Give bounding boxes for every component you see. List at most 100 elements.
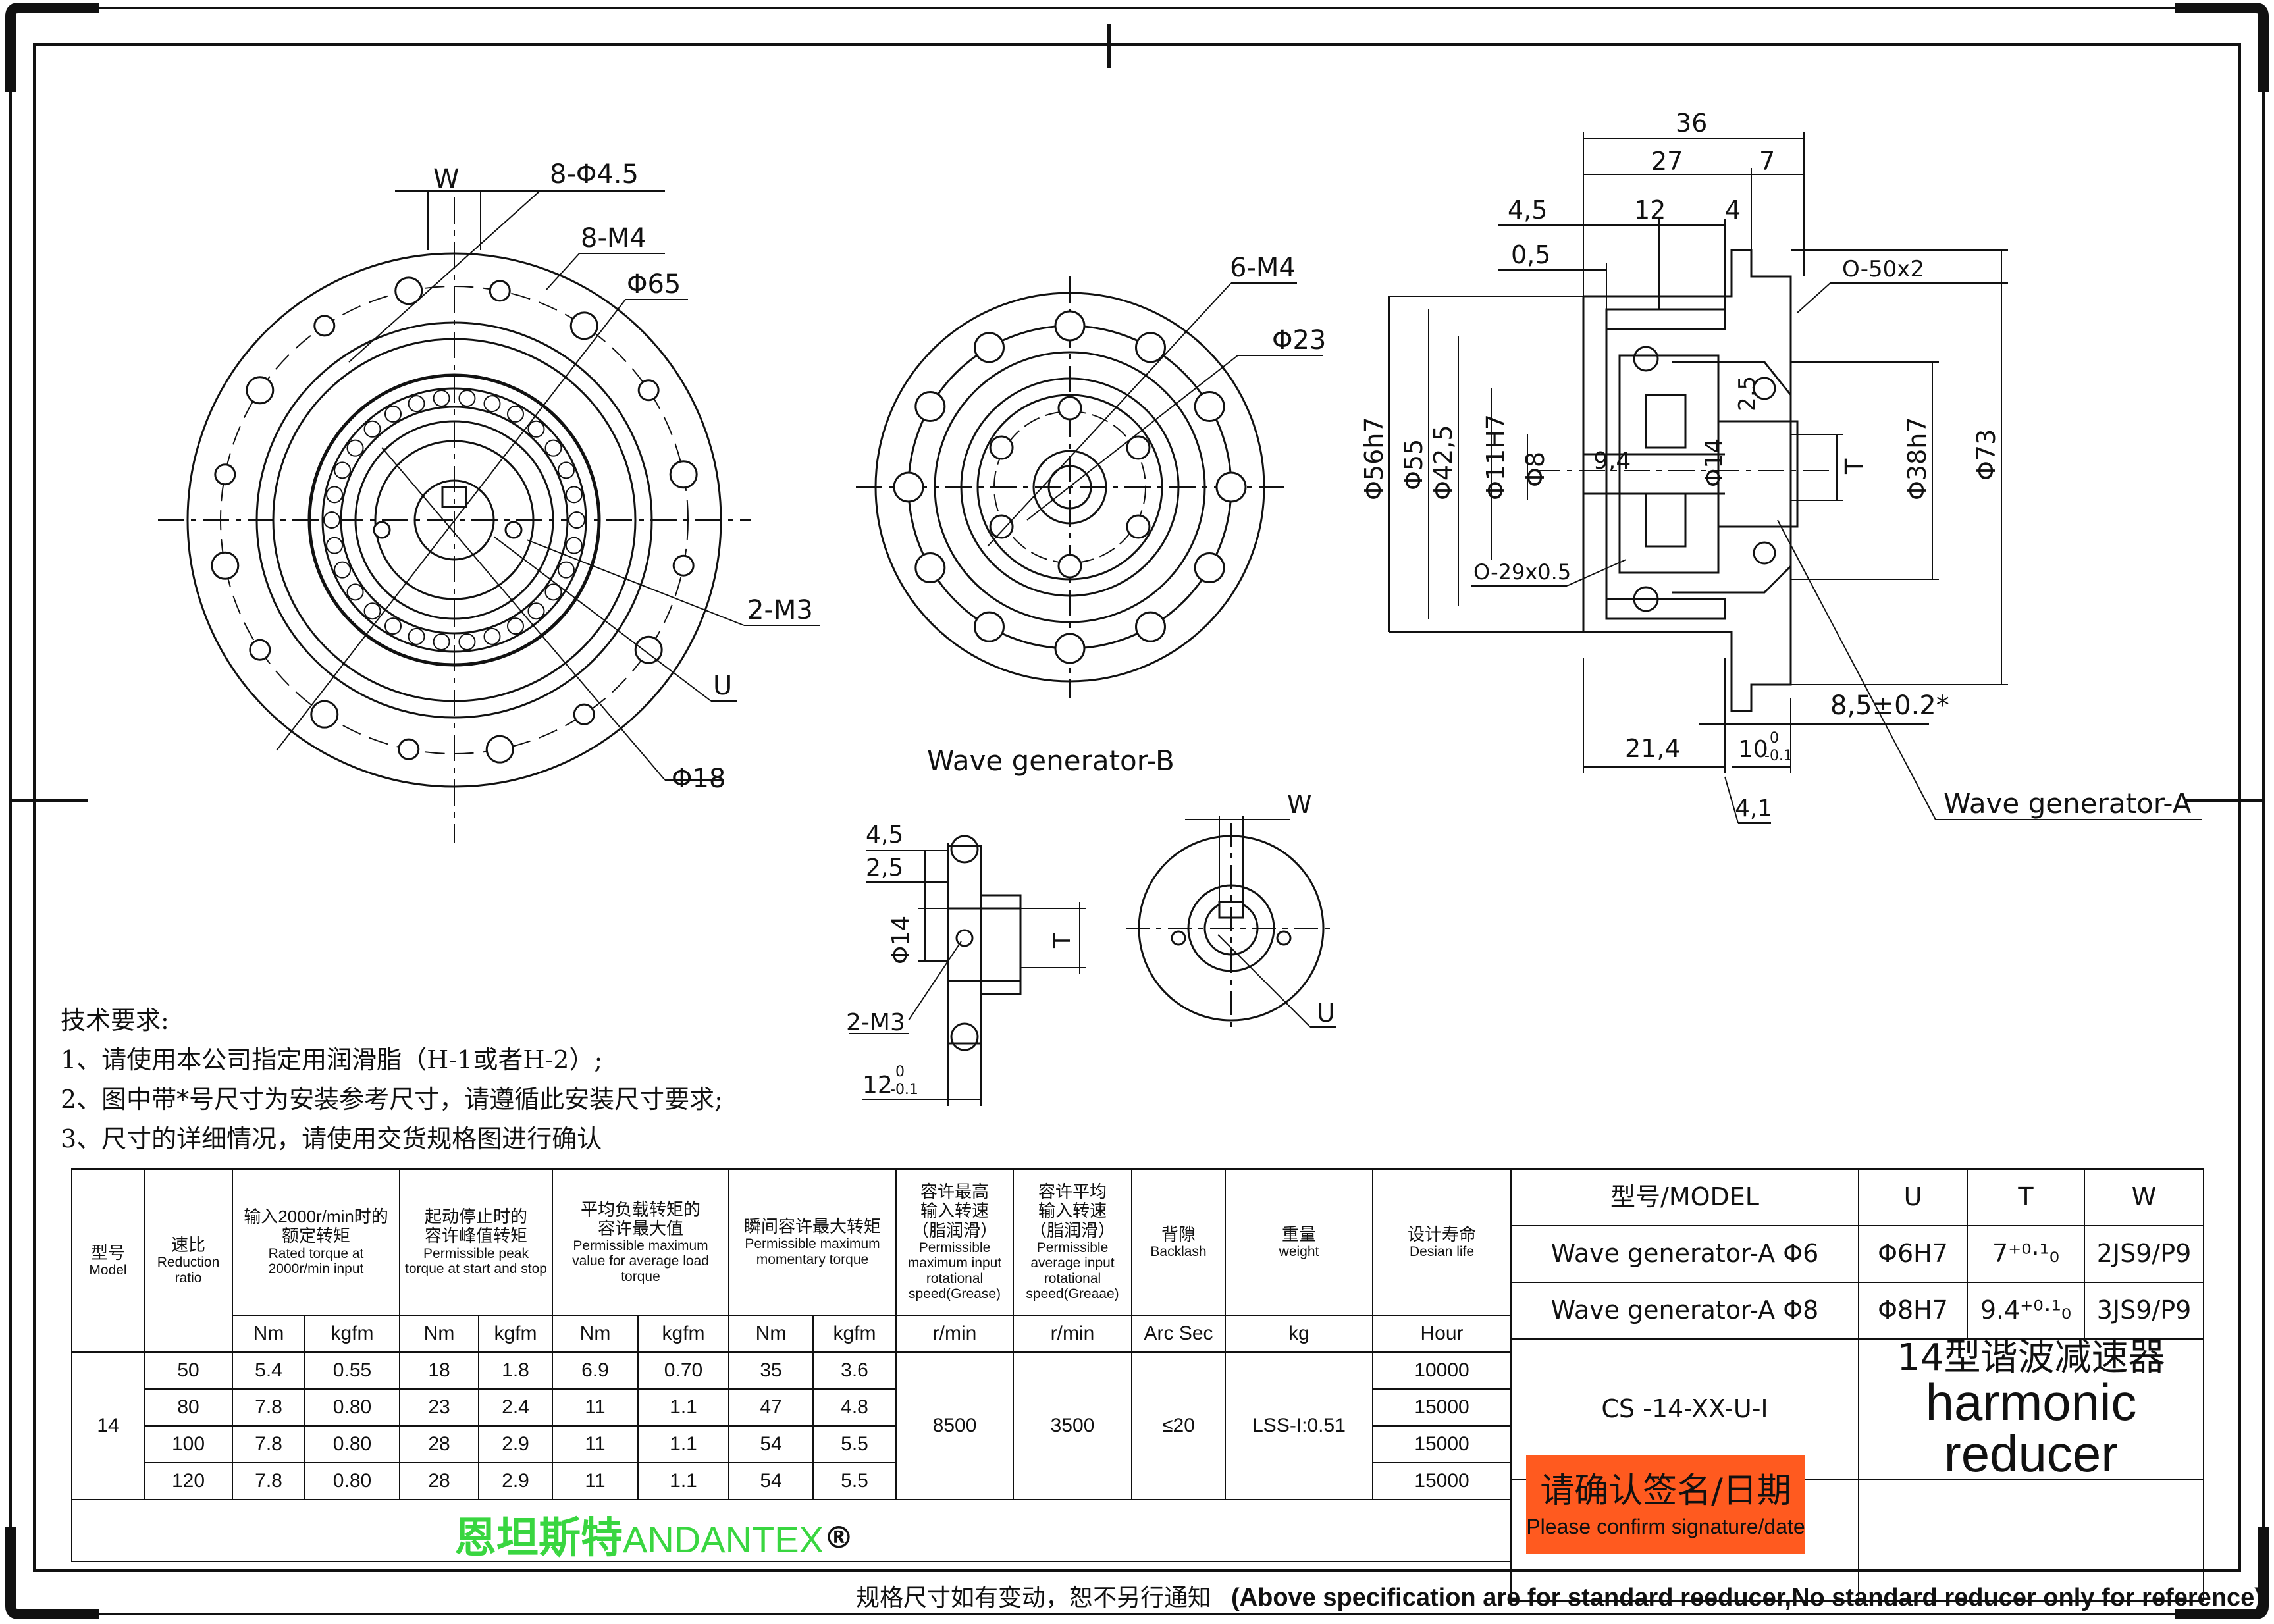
bearing-ball — [326, 486, 344, 504]
wave-generator-b-hub — [1126, 816, 1336, 1034]
cell: 9.4⁺⁰·¹₀ — [1967, 1282, 2085, 1340]
footer-en: (Above specification are for standard re… — [1231, 1584, 2263, 1611]
bearing-ball — [408, 627, 425, 645]
cell: 18 — [399, 1351, 479, 1390]
caption-wave-generator-b: Wave generator-B — [927, 745, 1175, 777]
tap-hole — [373, 521, 391, 539]
dim-11h7: Φ11H7 — [1481, 414, 1510, 500]
unit-cell: Nm — [552, 1315, 639, 1353]
section-view — [1388, 132, 2202, 824]
table-row: 100 7.8 0.80 28 2.9 11 1.1 54 5.5 15000 — [72, 1425, 1512, 1463]
footer-note: 规格尺寸如有变动，恕不另行通知(Above specification are … — [856, 1579, 2263, 1613]
cell: 54 — [728, 1425, 814, 1463]
bearing-ball — [557, 461, 575, 479]
bearing-ball — [433, 390, 450, 407]
thread-hole — [1057, 554, 1082, 579]
dim-10: 10 — [1738, 736, 1768, 763]
bearing-ball — [346, 439, 364, 457]
cell: 7.8 — [232, 1425, 305, 1463]
cell: 7.8 — [232, 1388, 305, 1427]
cell: Wave generator-A Φ6 — [1510, 1225, 1859, 1283]
bearing-ball — [346, 583, 364, 601]
dim-pcd: Φ65 — [627, 269, 681, 300]
bearing-ball — [334, 561, 352, 579]
header-u: U — [1858, 1168, 1968, 1226]
cell: 15000 — [1372, 1425, 1512, 1463]
units-row: Nm kgfm Nm kgfm Nm kgfm Nm kgfm r/min r/… — [72, 1315, 1512, 1353]
cell: 15000 — [1372, 1462, 1512, 1500]
model-cell: 14 — [71, 1351, 145, 1500]
bolt-hole — [573, 703, 595, 725]
cell: 11 — [552, 1425, 639, 1463]
cell: 100 — [144, 1425, 233, 1463]
dim-42-5: Φ42,5 — [1429, 425, 1458, 500]
socket-screw — [1054, 310, 1086, 342]
dim-hub-u: U — [1317, 999, 1335, 1028]
backlash-cell: ≤20 — [1131, 1351, 1227, 1500]
bearing-ball — [544, 439, 562, 457]
cell: 7.8 — [232, 1462, 305, 1500]
cell: 0.70 — [637, 1351, 729, 1390]
bolt-hole — [310, 700, 339, 729]
tap-hole — [504, 521, 523, 539]
brand-logo: 恩坦斯特ANDANTEX® — [454, 1504, 854, 1563]
cell: Wave generator-A Φ8 — [1510, 1282, 1859, 1340]
bolt-hole — [634, 635, 663, 664]
bolt-hole — [489, 280, 511, 302]
dim-12: 12 — [1634, 196, 1666, 224]
bolt-hole — [211, 551, 240, 580]
bolt-hole — [569, 311, 598, 340]
bolt-hole — [398, 738, 420, 760]
socket-screw — [1215, 471, 1247, 503]
bolt-hole — [394, 276, 423, 305]
unit-cell: kgfm — [478, 1315, 553, 1353]
bearing-ball — [507, 405, 524, 423]
dim-8: Φ8 — [1521, 452, 1550, 487]
wave-generator-b-labels: 6-M4 Φ23 Wave generator-B — [927, 253, 1326, 777]
wave-generator-b-front — [856, 276, 1323, 698]
cell: 11 — [552, 1462, 639, 1500]
dim-side-12-tol-lo: -0.1 — [890, 1082, 918, 1098]
bearing-ball — [458, 390, 476, 407]
dim-bore: Φ18 — [672, 764, 726, 794]
bearing-ball — [483, 395, 501, 413]
wave-generator-b-side — [849, 835, 1086, 1106]
weight-cell: LSS-I:0.51 — [1225, 1351, 1374, 1500]
cell: 80 — [144, 1388, 233, 1427]
bearing-ball — [507, 617, 524, 635]
bearing-ball — [568, 511, 585, 529]
cell: 0.55 — [304, 1351, 400, 1390]
bearing-ball — [527, 420, 545, 438]
cell: 28 — [399, 1425, 479, 1463]
bearing-ball — [384, 405, 402, 423]
bearing-ball — [326, 537, 344, 554]
header-model: 型号/MODEL — [1510, 1168, 1859, 1226]
dim-side-4-5: 4,5 — [866, 822, 903, 849]
cell: 2.9 — [478, 1462, 553, 1500]
dim-21-4: 21,4 — [1625, 734, 1681, 763]
dim-4-5: 4,5 — [1508, 196, 1547, 224]
dim-36: 36 — [1676, 109, 1707, 138]
bearing-ball — [384, 617, 402, 635]
thread-hole — [989, 435, 1014, 460]
corner-marks — [5, 2, 2269, 1619]
dim-o-ring-29: O-29x0.5 — [1473, 560, 1571, 585]
table-row: Wave generator-A Φ6 Φ6H7 7⁺⁰·¹₀ 2JS9/P9 — [1510, 1225, 2204, 1283]
socket-screw — [914, 391, 946, 422]
flange-front-labels: W 8-Φ4.5 8-M4 Φ65 2-M3 U Φ18 — [433, 159, 813, 794]
dim-27: 27 — [1651, 147, 1683, 176]
bolt-hole — [672, 554, 695, 577]
bearing-ball — [565, 537, 583, 554]
dim-u: U — [713, 671, 732, 701]
socket-screw — [1194, 552, 1225, 583]
dim-2-5: 2,5 — [1734, 376, 1760, 411]
bolt-hole — [485, 735, 514, 764]
header-t: T — [1967, 1168, 2085, 1226]
technical-notes: 技术要求: 1、请使用本公司指定用润滑脂（H-1或者H-2）; 2、图中带*号尺… — [61, 1001, 723, 1159]
